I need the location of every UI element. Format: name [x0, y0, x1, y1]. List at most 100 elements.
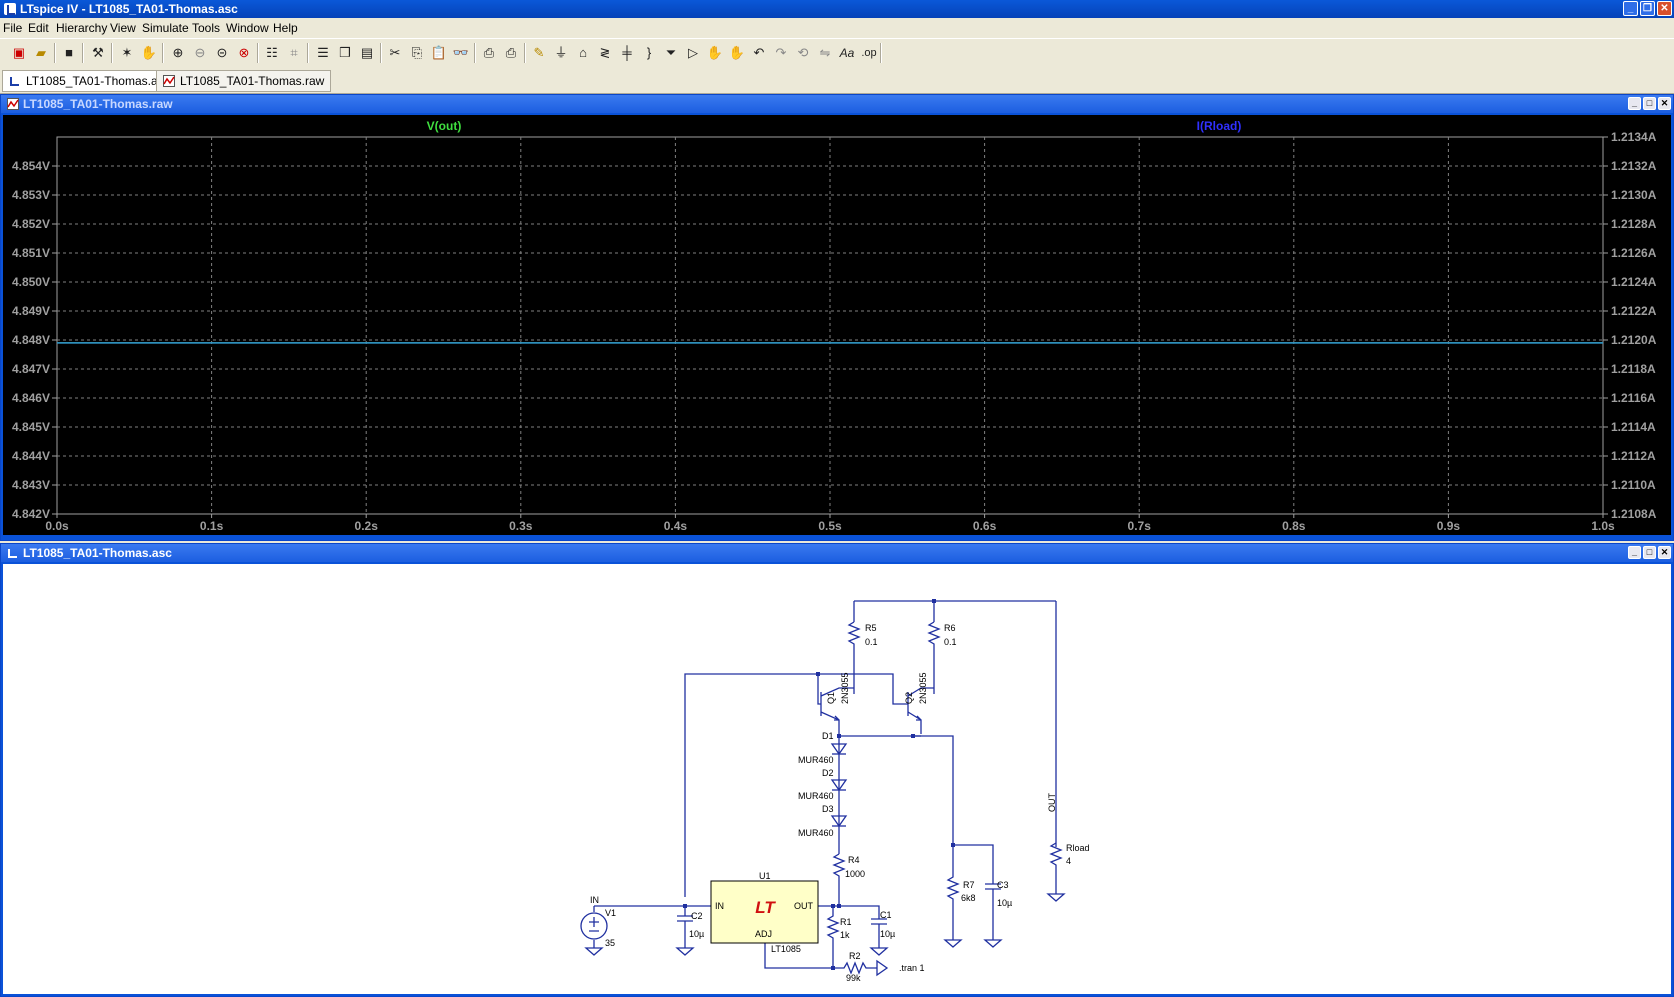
- label-rload: Rload: [1066, 843, 1090, 853]
- schematic-window-icon[interactable]: [7, 547, 19, 559]
- legend-vout[interactable]: V(out): [427, 119, 462, 133]
- restore-button[interactable]: ❐: [1640, 1, 1655, 16]
- tran-directive[interactable]: .tran 1: [899, 963, 925, 973]
- inductor-icon[interactable]: }: [646, 45, 652, 60]
- menu-hierarchy[interactable]: Hierarchy: [56, 21, 108, 35]
- waveform-window-icon[interactable]: [7, 98, 19, 110]
- x-tick-label: 0.4s: [664, 519, 688, 533]
- pin-out: OUT: [794, 901, 814, 911]
- capacitor-icon[interactable]: ╪: [622, 45, 632, 60]
- legend-irload[interactable]: I(Rload): [1197, 119, 1242, 133]
- label-net-icon[interactable]: ⌂: [579, 45, 587, 60]
- copy-icon[interactable]: ⎘: [411, 45, 423, 60]
- waveform-minimize-button[interactable]: _: [1628, 97, 1641, 110]
- autoscale-icon[interactable]: ☷: [266, 45, 278, 60]
- move-icon[interactable]: ✋: [706, 45, 724, 60]
- open-icon[interactable]: ▰: [36, 45, 46, 60]
- resistor-icon[interactable]: ≷: [599, 45, 611, 60]
- x-tick-label: 1.0s: [1591, 519, 1615, 533]
- print-setup-icon[interactable]: ⎙: [483, 45, 495, 60]
- diode-icon[interactable]: ⏷: [665, 45, 677, 60]
- schematic-maximize-button[interactable]: □: [1643, 546, 1656, 559]
- lt1085-regulator[interactable]: [710, 880, 819, 944]
- print-icon[interactable]: ⎙: [505, 45, 517, 60]
- linear-tech-logo: LT: [755, 898, 776, 917]
- save-icon[interactable]: ■: [65, 45, 73, 60]
- pin-in: IN: [715, 901, 724, 911]
- y-left-tick-label: 4.849V: [12, 304, 50, 318]
- rotate-icon[interactable]: ⟲: [797, 45, 809, 60]
- value-c1: 10µ: [880, 929, 895, 939]
- delete-traces-icon[interactable]: ⌗: [290, 45, 298, 60]
- value-v1: 35: [605, 938, 615, 948]
- tab-waveform[interactable]: LT1085_TA01-Thomas.raw: [156, 70, 332, 92]
- value-r2: 99k: [846, 973, 861, 983]
- model-d3: MUR460: [798, 828, 834, 838]
- label-r7: R7: [963, 880, 975, 890]
- menu-simulate[interactable]: Simulate: [142, 21, 189, 35]
- y-left-tick-label: 4.854V: [12, 159, 50, 173]
- label-d2: D2: [822, 768, 834, 778]
- menu-view[interactable]: View: [110, 21, 136, 35]
- tile-vertical-icon[interactable]: ▤: [360, 45, 374, 60]
- minimize-button[interactable]: _: [1623, 1, 1638, 16]
- schematic-drawing[interactable]: R5 0.1 R6 0.1 Q1 2N3055 Q2 2N3055 D1 MUR…: [3, 564, 1671, 994]
- x-tick-label: 0.5s: [818, 519, 842, 533]
- zoom-back-icon[interactable]: ⊝: [216, 45, 228, 60]
- redo-icon[interactable]: ↷: [775, 45, 787, 60]
- drag-icon[interactable]: ✋: [728, 45, 746, 60]
- undo-icon[interactable]: ↶: [753, 45, 765, 60]
- new-schematic-icon[interactable]: ▣: [12, 45, 26, 60]
- tile-horizontal-icon[interactable]: ☰: [317, 45, 329, 60]
- waveform-window-title-bar: LT1085_TA01-Thomas.raw _ □ ✕: [1, 95, 1673, 113]
- text-icon[interactable]: Aa: [839, 46, 855, 60]
- pan-icon[interactable]: ✋: [140, 45, 158, 60]
- label-c2: C2: [691, 911, 703, 921]
- schematic-close-button[interactable]: ✕: [1658, 546, 1671, 559]
- control-panel-icon[interactable]: ⚒: [92, 45, 104, 60]
- cut-icon[interactable]: ✂: [389, 45, 401, 60]
- tab-schematic[interactable]: LT1085_TA01-Thomas.asc: [2, 70, 177, 92]
- label-r2: R2: [849, 951, 861, 961]
- menu-help[interactable]: Help: [273, 21, 298, 35]
- waveform-close-button[interactable]: ✕: [1658, 97, 1671, 110]
- y-right-tick-label: 1.2134A: [1611, 130, 1657, 144]
- y-left-tick-label: 4.842V: [12, 507, 50, 521]
- menu-window[interactable]: Window: [226, 21, 269, 35]
- run-icon[interactable]: ✶: [121, 45, 133, 60]
- component-icon[interactable]: ▷: [688, 45, 698, 60]
- value-r4: 1000: [845, 869, 865, 879]
- ltspice-app-icon[interactable]: [4, 3, 16, 15]
- menu-tools[interactable]: Tools: [192, 21, 221, 35]
- close-button[interactable]: ✕: [1657, 1, 1672, 16]
- zoom-fit-icon[interactable]: ⊗: [238, 45, 250, 60]
- y-right-tick-label: 1.2110A: [1611, 478, 1656, 492]
- zoom-out-icon[interactable]: ⊖: [194, 45, 206, 60]
- y-left-tick-label: 4.845V: [12, 420, 50, 434]
- value-r7: 6k8: [961, 893, 976, 903]
- label-q2: Q2: [904, 692, 914, 704]
- find-icon[interactable]: 👓: [452, 45, 470, 60]
- label-d3: D3: [822, 804, 834, 814]
- waveform-window-title: LT1085_TA01-Thomas.raw: [23, 97, 173, 111]
- schematic-canvas[interactable]: R5 0.1 R6 0.1 Q1 2N3055 Q2 2N3055 D1 MUR…: [3, 564, 1671, 994]
- y-right-tick-label: 1.2114A: [1611, 420, 1656, 434]
- cascade-icon[interactable]: ❒: [339, 45, 351, 60]
- model-q2: 2N3055: [918, 672, 928, 704]
- y-right-tick-label: 1.2126A: [1611, 246, 1657, 260]
- label-d1: D1: [822, 731, 834, 741]
- menu-file[interactable]: File: [3, 21, 23, 35]
- ground-icon[interactable]: ⏚: [554, 45, 568, 60]
- waveform-tab-icon: [163, 75, 175, 87]
- label-r1: R1: [840, 917, 852, 927]
- paste-icon[interactable]: 📋: [430, 45, 448, 60]
- draw-wire-icon[interactable]: ✎: [533, 45, 545, 60]
- menu-edit[interactable]: Edit: [28, 21, 49, 35]
- spice-directive-icon[interactable]: .op: [861, 47, 877, 59]
- schematic-minimize-button[interactable]: _: [1628, 546, 1641, 559]
- waveform-maximize-button[interactable]: □: [1643, 97, 1656, 110]
- zoom-in-icon[interactable]: ⊕: [172, 45, 184, 60]
- mirror-icon[interactable]: ⇋: [819, 45, 831, 60]
